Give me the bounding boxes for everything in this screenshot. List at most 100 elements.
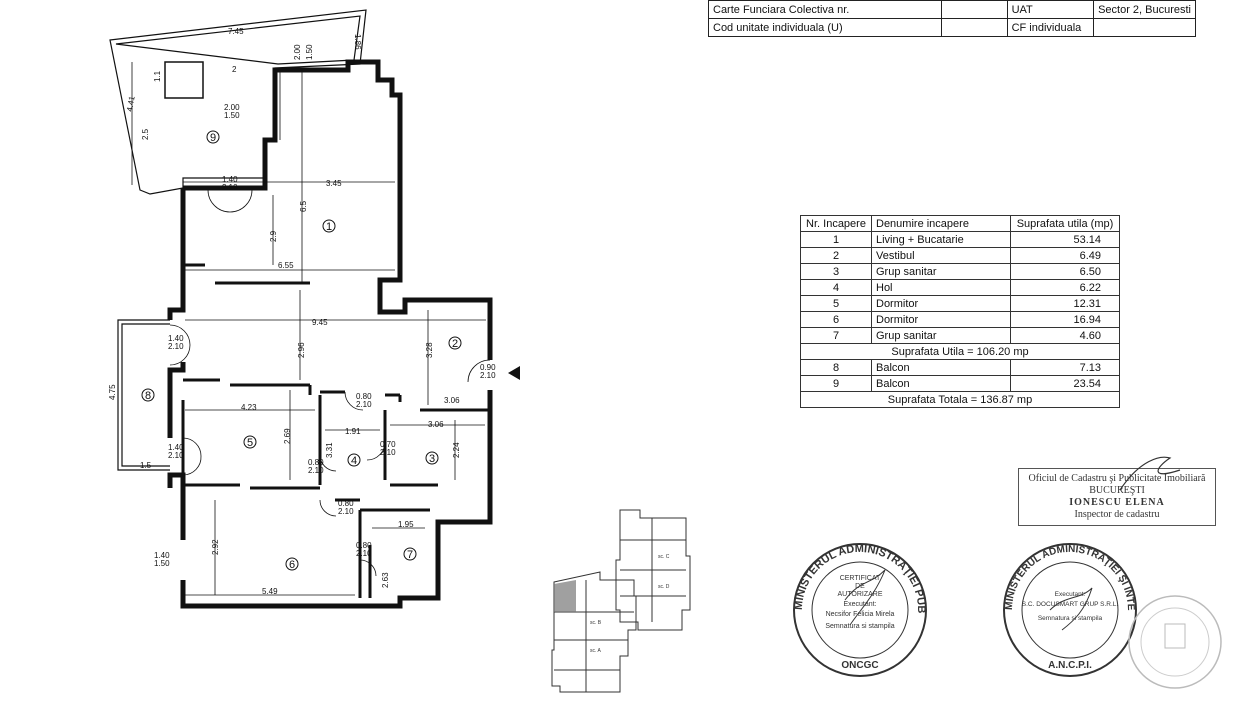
dimension-label: 2.96 <box>297 342 306 358</box>
room-2-marker <box>448 336 462 350</box>
dimension-label: 2.10 <box>480 371 496 380</box>
dimension-label: 0.80 <box>356 541 372 550</box>
room-number: 7 <box>800 327 872 344</box>
room-name: Hol <box>871 279 1011 296</box>
room-area: 7.13 <box>1010 359 1120 376</box>
dimension-label: 2 <box>232 65 237 74</box>
room-2-label: 2 <box>452 338 458 350</box>
subtotal-row: Suprafata Utila = 106.20 mp <box>800 343 1120 360</box>
dimension-label: 2.10 <box>168 451 184 460</box>
stamp-center-text: CERTIFICAT DE AUTORIZARE Executant: Necs… <box>825 575 894 630</box>
room-6-marker <box>285 557 299 571</box>
balconies <box>109 9 367 471</box>
stamp-inspector-name: IONESCU ELENA <box>1069 497 1165 508</box>
room-name: Balcon <box>871 375 1011 392</box>
dimension-label: 3.06 <box>444 396 460 405</box>
room-6-label: 6 <box>289 559 295 571</box>
dimension-label: 2.00 <box>293 44 302 60</box>
room-1-label: 1 <box>326 221 332 233</box>
dimension-label: 1.40 <box>168 443 184 452</box>
dimension-label: 2.10 <box>356 400 372 409</box>
signature <box>1119 456 1181 491</box>
stamp-line: Inspector de cadastru <box>1074 509 1160 520</box>
dimension-label: 4.75 <box>108 384 117 400</box>
stamp-bottom-text: ONCGC <box>841 660 878 671</box>
floor-plan: 1 2 3 4 5 6 7 8 9 7.45 1.86 4.41 2.5 2 1… <box>108 9 520 609</box>
stamp-line: DE <box>855 583 865 590</box>
stair-labels: sc. C sc. D sc. B sc. A <box>590 554 670 654</box>
dimension-label: 3.45 <box>326 179 342 188</box>
dimension-label: 5.49 <box>262 587 278 596</box>
dimension-label: 2.10 <box>308 466 324 475</box>
dimension-label: 6.55 <box>278 261 294 270</box>
building-footprint <box>551 509 691 693</box>
dimension-label: 2.92 <box>211 539 220 555</box>
table-cell <box>1093 18 1196 37</box>
room-area: 4.60 <box>1010 327 1120 344</box>
dimension-label: 2.10 <box>380 448 396 457</box>
table-cell: Carte Funciara Colectiva nr. <box>707 0 943 19</box>
cadastre-stamp: Oficiul de Cadastru şi Publicitate Imobi… <box>1018 468 1216 526</box>
room-name: Grup sanitar <box>871 327 1011 344</box>
room-area: 6.50 <box>1010 263 1120 280</box>
stamp-line: Necsifor Felicia Mirela <box>826 611 895 618</box>
room-number: 3 <box>800 263 872 280</box>
dimension-label: 2.00 <box>224 103 240 112</box>
table-cell <box>941 18 1008 37</box>
stamp-line: Executant: <box>843 601 876 608</box>
stamp-line: S.C. DOCUSMART GRUP S.R.L. <box>1022 601 1119 608</box>
entrance-arrow <box>508 366 520 380</box>
room-number: 9 <box>800 375 872 392</box>
room-name: Grup sanitar <box>871 263 1011 280</box>
room-area: 12.31 <box>1010 295 1120 312</box>
dimension-label: 1.91 <box>345 427 361 436</box>
column-header: Nr. Incapere <box>800 215 872 232</box>
room-name: Balcon <box>871 359 1011 376</box>
dimension-label: 1.1 <box>153 70 162 82</box>
stair-label: sc. B <box>590 620 602 626</box>
dimension-label: 0.80 <box>308 458 324 467</box>
dimension-label: 1.40 <box>154 551 170 560</box>
room-8-label: 8 <box>145 390 151 402</box>
dimension-label: 2.10 <box>168 342 184 351</box>
table-header-row: Nr. Incapere Denumire incapere Suprafata… <box>800 215 1120 232</box>
room-1-marker <box>322 219 336 233</box>
room-9-label: 9 <box>210 132 216 144</box>
room-name: Living + Bucatarie <box>871 231 1011 248</box>
dimension-label: 1.50 <box>154 559 170 568</box>
stamp-line: AUTORIZARE <box>838 591 883 598</box>
dimension-label: 0.90 <box>480 363 496 372</box>
room-name: Vestibul <box>871 247 1011 264</box>
table-cell: Cod unitate individuala (U) <box>707 18 943 37</box>
room-3-label: 3 <box>429 453 435 465</box>
stamp-line: BUCUREŞTI <box>1089 485 1145 496</box>
room-5-label: 5 <box>247 437 253 449</box>
property-header-table: Carte Funciara Colectiva nr. UAT Sector … <box>707 0 1196 37</box>
table-cell: UAT <box>1006 0 1095 19</box>
stamp-line: Semnatura si stampila <box>825 623 894 630</box>
dimension-label: 2.24 <box>452 442 461 458</box>
dimension-label: 2.9 <box>269 230 278 242</box>
dimension-label: 3.31 <box>325 442 334 458</box>
table-row: Cod unitate individuala (U) CF individua… <box>707 18 1196 37</box>
room-4-marker <box>347 453 361 467</box>
site-plan: sc. C sc. D sc. B sc. A <box>551 509 691 693</box>
table-cell: Sector 2, Bucuresti <box>1093 0 1196 19</box>
stamp-line: Executant: <box>1055 591 1086 598</box>
room-7-label: 7 <box>407 549 413 561</box>
room-area: 53.14 <box>1010 231 1120 248</box>
dimension-label: 4.41 <box>125 95 137 112</box>
room-4-label: 4 <box>351 455 357 467</box>
exterior-walls <box>167 59 493 609</box>
room-8-marker <box>141 388 155 402</box>
dimension-label: 1.40 <box>168 334 184 343</box>
dimension-labels: 7.45 1.86 4.41 2.5 2 1.1 2.00 1.50 2.00 … <box>108 27 496 596</box>
room-3-marker <box>425 451 439 465</box>
